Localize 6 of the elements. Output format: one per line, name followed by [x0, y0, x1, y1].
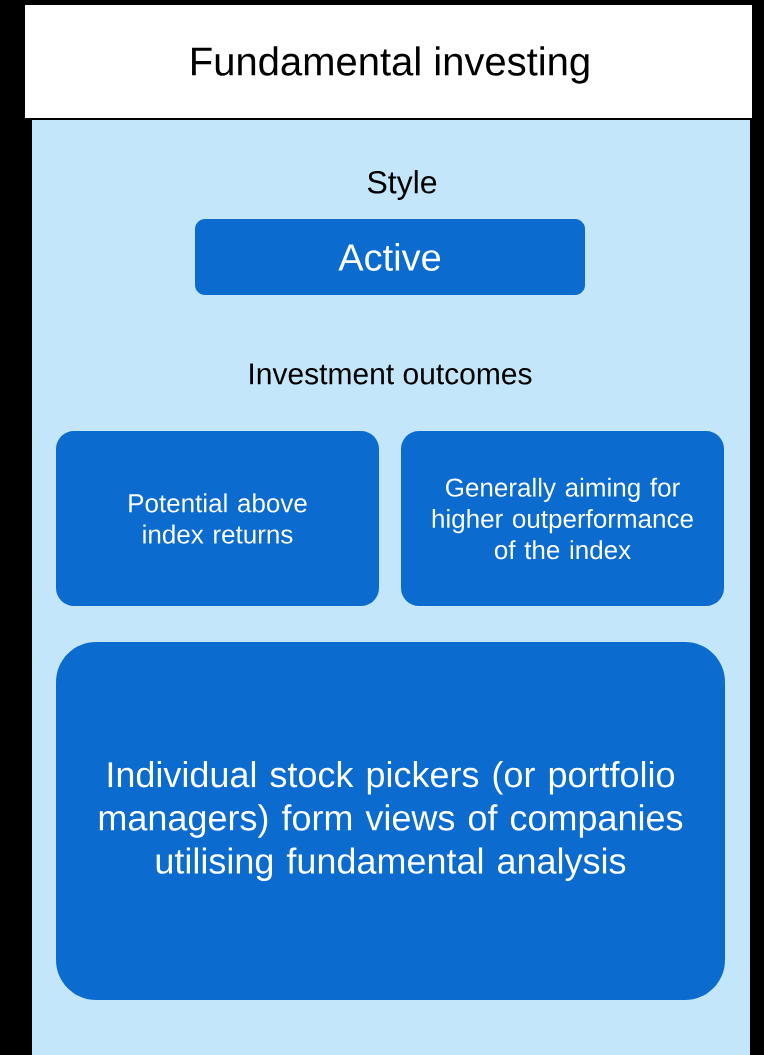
text-box: Potential above index returns: [56, 431, 379, 606]
text-box: Individual stock pickers (or portfolio managers) form views of companies utilising fundamental analysis: [56, 642, 725, 1000]
title: Fundamental investing: [192, 46, 589, 84]
section-heading: Investment outcomes: [250, 363, 532, 385]
text-box: Active: [195, 219, 585, 295]
text-box: Generally aiming for higher outperformance of the index: [401, 431, 724, 606]
